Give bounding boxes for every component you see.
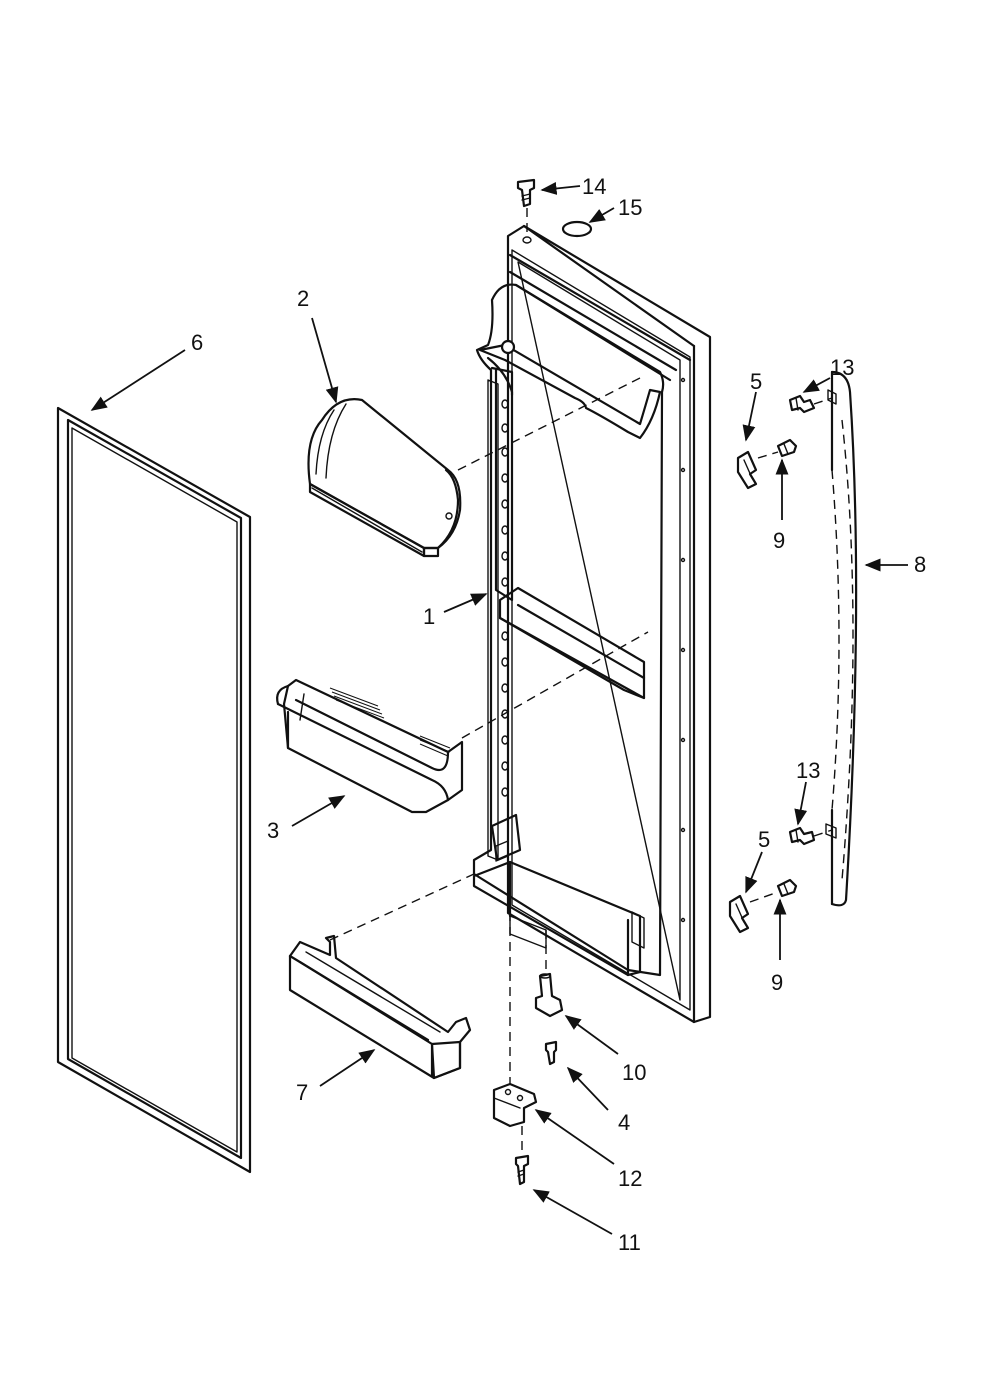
- bottom-door-bin: [288, 934, 472, 1080]
- door-bin: [276, 678, 464, 814]
- hinge-screw: [514, 1154, 530, 1186]
- handle-clip-lower: [728, 894, 750, 934]
- callout-9-upper: 9: [773, 528, 785, 553]
- hole-plug: [561, 220, 593, 238]
- callout-10: 10: [622, 1060, 646, 1085]
- callout-5-upper: 5: [750, 369, 762, 394]
- callout-12: 12: [618, 1166, 642, 1191]
- callout-9-lower: 9: [771, 970, 783, 995]
- hinge-pin-screw: [544, 1040, 558, 1066]
- handle-clip-upper: [736, 450, 758, 490]
- door-liner: [472, 224, 712, 1024]
- callout-15: 15: [618, 195, 642, 220]
- callout-11: 11: [618, 1230, 641, 1255]
- callout-13-lower: 13: [796, 758, 820, 783]
- callout-4: 4: [618, 1110, 630, 1135]
- callout-13-upper: 13: [830, 355, 854, 380]
- bottom-hinge: [492, 1082, 538, 1128]
- callout-leaders: [90, 182, 908, 1235]
- callout-1: 1: [423, 604, 435, 629]
- callout-labels: 1 2 3 4 5 5 6 7 8 9 9 10 11 12 13 13 14 …: [191, 174, 926, 1255]
- assembly-lines: [329, 208, 649, 1156]
- door-gasket: [56, 406, 252, 1174]
- door-handle: [825, 370, 858, 907]
- hinge-pin: [534, 972, 564, 1018]
- callout-8: 8: [914, 552, 926, 577]
- callout-5-lower: 5: [758, 827, 770, 852]
- clip-screw-upper: [776, 438, 798, 458]
- clip-screw-lower: [776, 878, 798, 898]
- handle-screw-upper: [788, 394, 816, 414]
- callout-6: 6: [191, 330, 203, 355]
- callout-14: 14: [582, 174, 606, 199]
- handle-screw-lower: [788, 826, 816, 846]
- dairy-bin: [307, 398, 462, 558]
- callout-3: 3: [267, 818, 279, 843]
- callout-2: 2: [297, 286, 309, 311]
- top-hinge-screw: [516, 178, 536, 208]
- callout-7: 7: [296, 1080, 308, 1105]
